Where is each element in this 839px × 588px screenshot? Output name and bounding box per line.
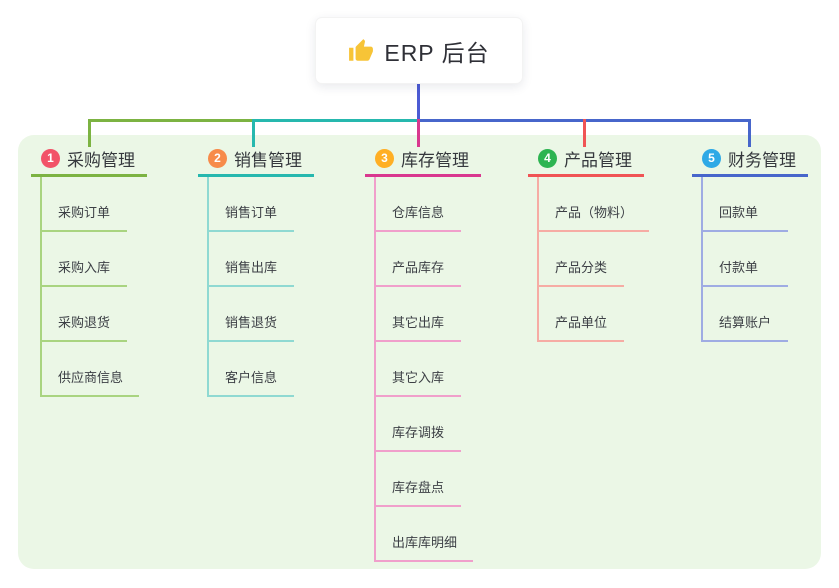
branch-number-badge: 4: [538, 148, 557, 168]
item-产品单位[interactable]: 产品单位: [537, 287, 624, 342]
item-销售出库[interactable]: 销售出库: [207, 232, 294, 287]
item-库存调拨[interactable]: 库存调拨: [374, 397, 461, 452]
branch-drop-1: [88, 119, 91, 147]
item-其它出库[interactable]: 其它出库: [374, 287, 461, 342]
branch-items-connector: [374, 177, 376, 562]
branch-drop-4: [583, 119, 586, 147]
branch-items: 采购订单采购入库采购退货供应商信息: [31, 177, 147, 397]
item-采购订单[interactable]: 采购订单: [40, 177, 127, 232]
item-出库库明细[interactable]: 出库库明细: [374, 507, 474, 562]
branch-title-label: 采购管理: [67, 150, 135, 170]
item-采购入库[interactable]: 采购入库: [40, 232, 127, 287]
branch-items-connector: [207, 177, 209, 397]
branch-number-badge: 1: [41, 148, 60, 168]
branch-采购管理: 1 采购管理采购订单采购入库采购退货供应商信息: [31, 146, 147, 397]
branch-drop-2: [252, 119, 255, 147]
branch-number-badge: 5: [702, 148, 721, 168]
branch-title-label: 库存管理: [401, 150, 469, 170]
item-销售退货[interactable]: 销售退货: [207, 287, 294, 342]
bus-segment-2: [252, 119, 420, 122]
item-结算账户[interactable]: 结算账户: [701, 287, 788, 342]
branch-销售管理: 2 销售管理销售订单销售出库销售退货客户信息: [198, 146, 314, 397]
item-回款单[interactable]: 回款单: [701, 177, 788, 232]
item-库存盘点[interactable]: 库存盘点: [374, 452, 461, 507]
item-其它入库[interactable]: 其它入库: [374, 342, 461, 397]
branch-items: 仓库信息产品库存其它出库其它入库库存调拨库存盘点出库库明细: [365, 177, 481, 562]
item-付款单[interactable]: 付款单: [701, 232, 788, 287]
root-node[interactable]: ERP 后台: [315, 17, 523, 84]
branch-title-产品管理[interactable]: 4 产品管理: [528, 146, 644, 177]
branch-title-销售管理[interactable]: 2 销售管理: [198, 146, 314, 177]
branch-items-connector: [701, 177, 703, 342]
branch-number-badge: 2: [208, 148, 227, 168]
branch-number-badge: 3: [375, 148, 394, 168]
branch-drop-3: [417, 119, 420, 147]
branch-items: 销售订单销售出库销售退货客户信息: [198, 177, 314, 397]
branch-items: 回款单付款单结算账户: [692, 177, 808, 342]
branch-items: 产品（物料）产品分类产品单位: [528, 177, 650, 342]
item-供应商信息[interactable]: 供应商信息: [40, 342, 140, 397]
branch-items-connector: [537, 177, 539, 342]
item-采购退货[interactable]: 采购退货: [40, 287, 127, 342]
item-客户信息[interactable]: 客户信息: [207, 342, 294, 397]
thumbs-up-icon: [349, 38, 374, 61]
root-node-label: ERP 后台: [384, 39, 490, 66]
item-产品库存[interactable]: 产品库存: [374, 232, 461, 287]
branch-drop-5: [748, 119, 751, 147]
branch-财务管理: 5 财务管理回款单付款单结算账户: [692, 146, 808, 342]
item-产品（物料）[interactable]: 产品（物料）: [537, 177, 650, 232]
root-connector-line: [417, 84, 420, 122]
branch-title-采购管理[interactable]: 1 采购管理: [31, 146, 147, 177]
item-产品分类[interactable]: 产品分类: [537, 232, 624, 287]
branch-title-财务管理[interactable]: 5 财务管理: [692, 146, 808, 177]
branch-title-库存管理[interactable]: 3 库存管理: [365, 146, 481, 177]
branch-items-connector: [40, 177, 42, 397]
branch-title-label: 财务管理: [728, 150, 796, 170]
bus-segment-1: [88, 119, 254, 122]
branch-产品管理: 4 产品管理产品（物料）产品分类产品单位: [528, 146, 650, 342]
branch-库存管理: 3 库存管理仓库信息产品库存其它出库其它入库库存调拨库存盘点出库库明细: [365, 146, 481, 562]
branch-title-label: 产品管理: [564, 150, 632, 170]
item-仓库信息[interactable]: 仓库信息: [374, 177, 461, 232]
item-销售订单[interactable]: 销售订单: [207, 177, 294, 232]
branch-title-label: 销售管理: [234, 150, 302, 170]
branches-panel: [18, 135, 821, 569]
